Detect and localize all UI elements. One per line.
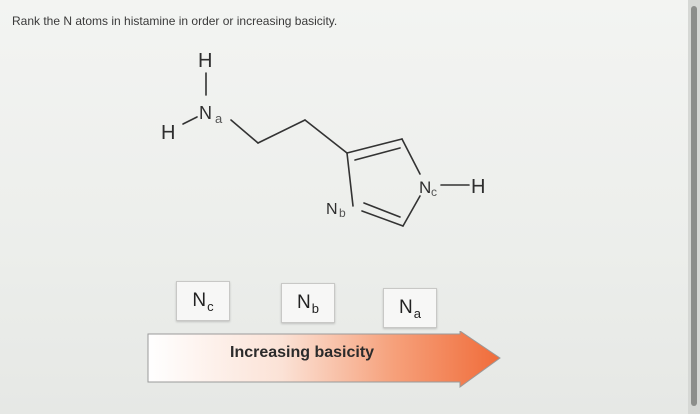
atom-n-b-subscript: b [339,206,346,220]
question-text: Rank the N atoms in histamine in order o… [12,14,338,28]
card-subscript: a [413,305,421,321]
card-subscript: b [311,300,319,316]
scrollbar-thumb[interactable] [691,6,697,406]
atom-h-left: H [161,122,175,144]
atom-n-b: N [326,201,338,218]
card-symbol: N [297,292,311,313]
atom-n-c-subscript: c [431,185,437,199]
atom-n-a-subscript: a [215,111,223,126]
card-symbol: N [192,290,207,311]
vertical-scrollbar[interactable] [688,0,700,414]
atom-h-top: H [198,50,212,72]
basicity-arrow: Increasing basicity [146,330,502,391]
card-subscript: c [207,298,214,314]
arrow-label: Increasing basicity [230,344,375,361]
card-symbol: N [399,297,413,318]
atom-n-c: N [419,178,431,197]
atom-n-a: N [199,103,212,123]
atom-h-right: H [471,176,485,198]
arrow-shape [147,330,501,388]
histamine-structure: H H N a N b N c H [161,50,485,227]
